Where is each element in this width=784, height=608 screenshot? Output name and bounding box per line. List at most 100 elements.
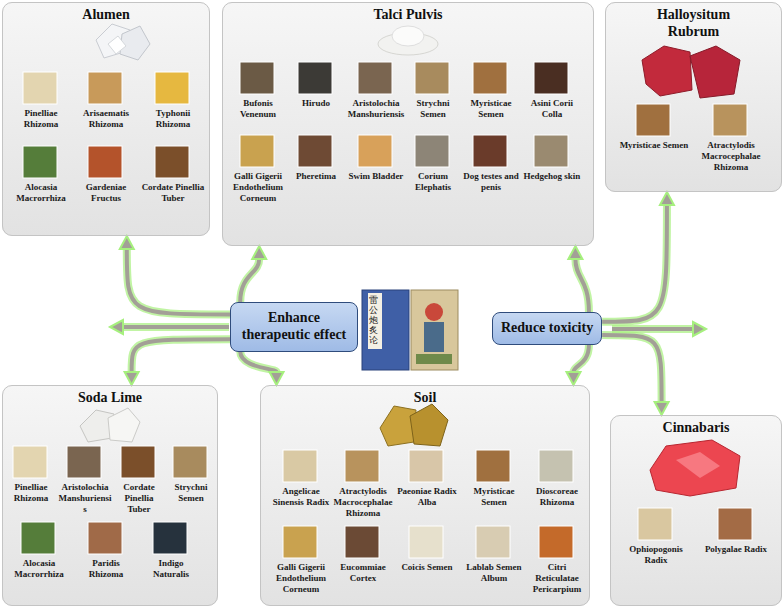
- herb-pictures-part: [638, 508, 672, 540]
- arrow-glow: [240, 352, 276, 372]
- herb-name: Arisaematis Rhizoma: [73, 108, 139, 130]
- book-covers-part: [411, 290, 458, 370]
- effect-text: Enhance therapeutic effect: [239, 310, 349, 344]
- soil-lumps: [380, 404, 448, 446]
- panel-title: Halloysitum Rubrum: [606, 7, 781, 41]
- herb-pictures-part: [476, 526, 510, 558]
- herb-pictures-part: [415, 135, 449, 167]
- herb-pictures-part: [539, 450, 573, 482]
- halloysite-rocks-part: [690, 46, 740, 98]
- effect-box: Reduce toxicity: [492, 312, 602, 345]
- material-panel: CinnabarisOphiopogonis RadixPolygalae Ra…: [610, 415, 782, 606]
- herb-pictures-part: [283, 526, 317, 558]
- arrow-head: [120, 236, 134, 249]
- herb-name: Strychni Semen: [164, 482, 218, 504]
- arrow-glow: [127, 249, 230, 314]
- herb-pictures-part: [88, 146, 122, 178]
- arrow-glow: [602, 205, 667, 322]
- outward-arrows-part: [612, 327, 694, 331]
- herb-pictures-part: [534, 62, 568, 94]
- herb-name: Pinelliae Rhizoma: [4, 482, 58, 504]
- arrow-glow: [132, 339, 230, 372]
- herb-pictures-part: [240, 135, 274, 167]
- material-panel: SoilAngelicae Sinensis RadixAtractylodis…: [260, 385, 590, 606]
- soda-lime-lumps: [80, 408, 140, 442]
- arrow-head: [660, 192, 674, 205]
- herb-pictures-part: [13, 446, 47, 478]
- effect-box: Enhance therapeutic effect: [230, 302, 358, 352]
- herb-pictures-part: [409, 450, 443, 482]
- halloysite-rocks-part: [642, 46, 692, 96]
- herb-name: Aristolochia Manshuriensis: [58, 482, 112, 514]
- alumen-crystals-part: [120, 26, 150, 60]
- arrow-line: [127, 249, 230, 314]
- curved-arrow: [602, 335, 668, 415]
- curved-arrow: [125, 339, 230, 385]
- talc-powder-part: [392, 26, 424, 46]
- herb-name: Aristolochia Manshuriensis: [346, 98, 406, 120]
- herb-pictures-part: [88, 522, 122, 554]
- herb-pictures-part: [539, 526, 573, 558]
- herb-pictures-part: [534, 135, 568, 167]
- herb-name: Pheretima: [286, 171, 346, 182]
- outward-arrows-part: [693, 322, 706, 336]
- arrow-glow: [574, 345, 589, 372]
- herb-name: Coicis Semen: [396, 562, 458, 573]
- herb-name: Corium Elephatis: [403, 171, 463, 193]
- panel-fills-part: [222, 2, 594, 246]
- herb-name: Galli Gigerii Endothelium Corneum: [228, 171, 288, 203]
- herb-pictures-part: [23, 146, 57, 178]
- herb-name: Typhonii Rhizoma: [140, 108, 206, 130]
- arrow-glow: [240, 259, 259, 302]
- outward-arrows-part: [110, 320, 123, 334]
- herb-name: Gardeniae Fructus: [73, 182, 139, 204]
- arrow-glow: [602, 335, 661, 402]
- herb-name: Hirudo: [286, 98, 346, 109]
- herb-pictures-part: [155, 72, 189, 104]
- outward-arrows-part: [122, 325, 229, 329]
- herb-pictures-part: [121, 446, 155, 478]
- book-covers: [362, 290, 458, 370]
- book-covers-part: [416, 354, 452, 364]
- herb-pictures-part: [473, 135, 507, 167]
- mineral-pictures: [80, 24, 740, 496]
- panel-fills-part: [605, 2, 782, 192]
- effect-text: Reduce toxicity: [501, 320, 593, 337]
- herb-name: Dog testes and penis: [461, 171, 521, 193]
- soil-lumps-part: [410, 404, 448, 446]
- herb-name: Hedgehog skin: [522, 171, 582, 182]
- herb-name: Angelicae Sinensis Radix: [270, 486, 332, 508]
- arrow-head: [252, 246, 266, 259]
- cinnabar-lump-part: [650, 440, 740, 496]
- alumen-crystals-part: [108, 36, 126, 54]
- book-covers-part: [425, 303, 443, 321]
- arrow-line: [240, 259, 259, 302]
- curved-arrow: [240, 246, 266, 302]
- herb-pictures-part: [415, 62, 449, 94]
- herb-pictures-part: [476, 450, 510, 482]
- herb-pictures-part: [153, 522, 187, 554]
- panel-title: Soil: [261, 390, 589, 407]
- curved-arrow: [120, 236, 230, 314]
- arrow-head: [568, 246, 582, 259]
- curved-arrow: [240, 352, 283, 385]
- arrow-head: [270, 372, 284, 385]
- arrow-head: [655, 402, 669, 415]
- herb-name: Cordate Pinellia Tuber: [140, 182, 206, 204]
- herb-pictures-part: [636, 104, 670, 136]
- curved-arrow: [602, 192, 674, 322]
- herb-name: Myristicae Semen: [461, 98, 521, 120]
- herb-pictures-part: [358, 62, 392, 94]
- herb-pictures-part: [345, 526, 379, 558]
- book-covers-part: [362, 290, 409, 370]
- panel-fills-part: [2, 385, 218, 606]
- herb-name: Ophiopogonis Radix: [619, 544, 693, 566]
- material-panel: AlumenPinelliae RhizomaArisaematis Rhizo…: [2, 2, 210, 236]
- herb-name: Atractylodis Macrocephalae Rhizoma: [694, 140, 768, 172]
- herb-name: Alocasia Macrorrhiza: [12, 558, 66, 580]
- panel-fills-part: [610, 415, 782, 606]
- herb-name: Alocasia Macrorrhiza: [8, 182, 74, 204]
- herb-name: Bufonis Venenum: [228, 98, 288, 120]
- herb-pictures-part: [409, 526, 443, 558]
